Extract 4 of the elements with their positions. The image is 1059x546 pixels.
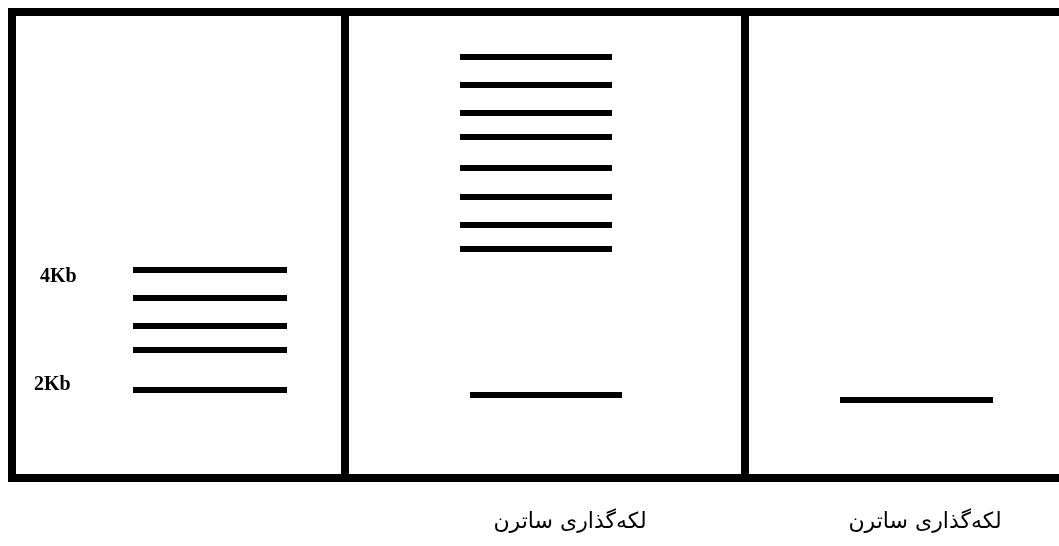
node-label: لکه‌گذاری ساترن bbox=[493, 508, 647, 534]
size-marker-label: 2Kb bbox=[34, 372, 71, 394]
size-marker-label: 4Kb bbox=[40, 264, 77, 286]
node-label: لکه‌گذاری ساترن bbox=[848, 508, 1002, 534]
